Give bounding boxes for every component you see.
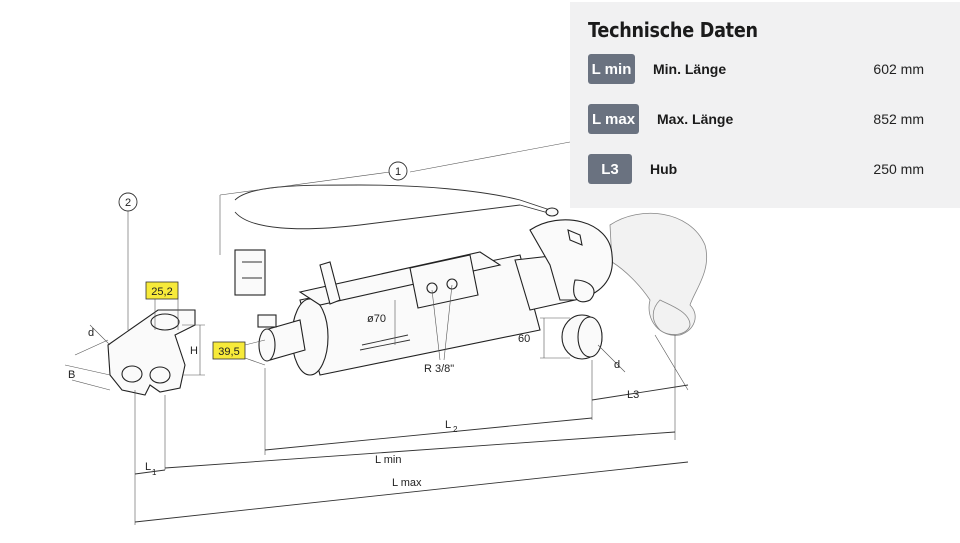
ball-joint [561, 314, 603, 360]
dim-d-ball: d [597, 344, 626, 373]
dim-l1: L 1 [134, 461, 166, 477]
dim-thread: R 3/8" [424, 284, 454, 375]
dim-39-5: 39,5 [212, 339, 266, 366]
technical-data-panel: Technische Daten L min Min. Länge 602 mm… [570, 2, 960, 208]
dim-d-label: d [88, 327, 94, 339]
dim-60: 60 [518, 317, 570, 359]
dim-l3-label: L3 [627, 389, 639, 401]
dim-lmax-label: L max [392, 477, 422, 489]
dim-d-b: d B [64, 324, 111, 391]
spec-label: Max. Länge [657, 111, 734, 127]
dim-d-ball-label: d [614, 359, 620, 371]
cylinder-body [257, 251, 576, 376]
callout-1-label: 1 [395, 166, 401, 178]
spec-label: Hub [650, 161, 678, 177]
dim-l2: L 2 [264, 417, 593, 451]
callout-1: 1 [219, 141, 571, 255]
dim-lmin: L min [164, 431, 676, 469]
dim-lmin-label: L min [375, 454, 402, 466]
dim-thread-label: R 3/8" [424, 363, 454, 375]
dim-lmax: L max [134, 461, 689, 523]
spec-row-lmax: L max Max. Länge 852 mm [588, 104, 942, 154]
dim-l2-label: L [445, 419, 451, 431]
dim-l1-label: L [145, 461, 151, 473]
spec-value: 602 mm [873, 61, 924, 77]
callout-2: 2 [118, 192, 138, 330]
callout-2-label: 2 [125, 197, 131, 209]
hook-end [529, 219, 613, 303]
extension-lines [134, 334, 689, 525]
dim-l3: L3 [591, 384, 689, 401]
dim-l2-sub: 2 [453, 425, 458, 434]
dim-l1-sub: 1 [152, 468, 157, 477]
dim-25-2-label: 25,2 [151, 286, 172, 298]
dim-diameter-label: ø70 [367, 313, 386, 325]
spec-value: 852 mm [873, 111, 924, 127]
spec-code-badge: L min [588, 54, 635, 84]
dim-diameter: ø70 [367, 300, 396, 345]
dim-60-label: 60 [518, 333, 530, 345]
dim-h: H [182, 324, 205, 376]
dim-39-5-label: 39,5 [218, 346, 239, 358]
dim-b-label: B [68, 369, 75, 381]
spec-code-badge: L3 [588, 154, 632, 184]
ghost-hook [609, 212, 707, 336]
spec-code-badge: L max [588, 104, 639, 134]
spec-value: 250 mm [873, 161, 924, 177]
spec-row-l3: L3 Hub 250 mm [588, 154, 942, 204]
dim-h-label: H [190, 345, 198, 357]
spec-label: Min. Länge [653, 61, 727, 77]
panel-title: Technische Daten [588, 18, 758, 42]
clevis-part [107, 309, 196, 396]
dim-25-2: 25,2 [145, 281, 179, 330]
safety-cable [234, 184, 559, 296]
spec-row-lmin: L min Min. Länge 602 mm [588, 54, 942, 104]
